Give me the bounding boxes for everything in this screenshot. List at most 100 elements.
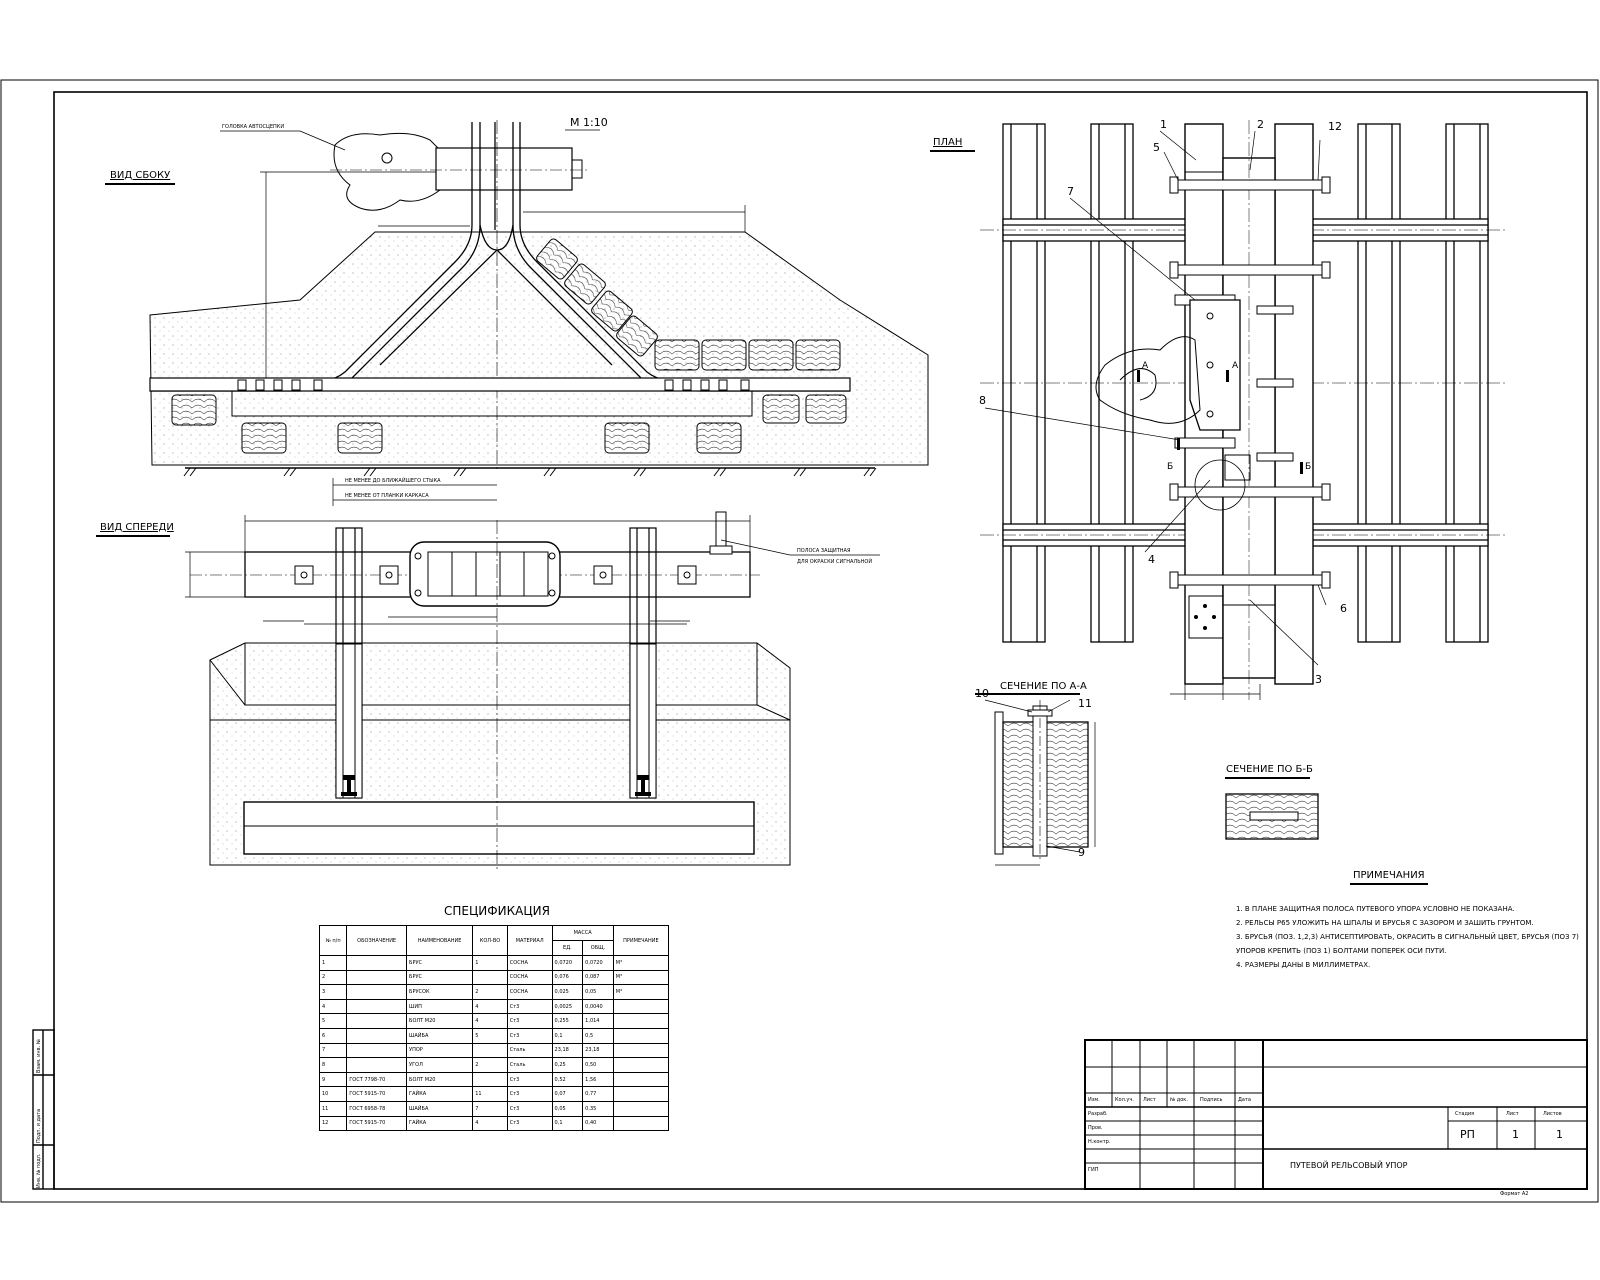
position-number: 8 bbox=[979, 394, 986, 407]
spec-header-name: НАИМЕНОВАНИЕ bbox=[406, 925, 474, 956]
spec-cell-m2: 0,50 bbox=[582, 1057, 614, 1073]
position-number: 2 bbox=[1257, 118, 1264, 131]
side-view bbox=[105, 120, 929, 506]
spec-cell-mat: СОСНА bbox=[506, 969, 553, 986]
spec-header-mass: МАССА bbox=[551, 925, 614, 941]
spec-cell-m1: 0,1 bbox=[551, 1115, 584, 1132]
spec-cell-name: БРУС bbox=[406, 969, 474, 986]
spec-cell-pos: 2 bbox=[318, 969, 348, 986]
spec-cell-m1: 0,0025 bbox=[551, 998, 584, 1015]
position-number: 12 bbox=[1328, 120, 1342, 133]
spec-cell-mat: Ст3 bbox=[506, 1086, 553, 1102]
spec-cell-mat: Ст3 bbox=[506, 1071, 553, 1088]
position-number: 9 bbox=[1078, 846, 1085, 859]
spec-cell-note bbox=[612, 1115, 670, 1132]
note-line: 1. В ПЛАНЕ ЗАЩИТНАЯ ПОЛОСА ПУТЕВОГО УПОР… bbox=[1236, 905, 1515, 913]
spec-cell-qty: 4 bbox=[472, 1115, 508, 1132]
scale-label: М 1:10 bbox=[570, 116, 608, 129]
tb-role: Пров. bbox=[1088, 1125, 1103, 1131]
spec-cell-mat: СОСНА bbox=[506, 984, 553, 1000]
spec-cell-pos: 10 bbox=[318, 1086, 348, 1102]
position-number: 7 bbox=[1067, 185, 1074, 198]
spec-cell-note: М³ bbox=[612, 955, 670, 971]
spec-cell-des: ГОСТ 5915-70 bbox=[346, 1086, 408, 1102]
spec-cell-name: ГАЙКА bbox=[406, 1115, 474, 1132]
spec-cell-m1: 0,0720 bbox=[551, 955, 584, 971]
spec-cell-note bbox=[612, 1042, 670, 1059]
callout-strip-2: ДЛЯ ОКРАСКИ СИГНАЛЬНОЙ bbox=[797, 559, 873, 565]
spec-cell-mat: Сталь bbox=[506, 1057, 553, 1073]
spec-cell-name: БРУСОК bbox=[406, 984, 474, 1000]
spec-cell-qty: 7 bbox=[472, 1100, 508, 1117]
spec-cell-qty bbox=[472, 1071, 508, 1088]
spec-cell-pos: 6 bbox=[318, 1027, 348, 1044]
section-aa bbox=[975, 693, 1096, 866]
section-bb-title: СЕЧЕНИЕ ПО Б-Б bbox=[1226, 764, 1313, 775]
spec-cell-mat: СОСНА bbox=[506, 955, 553, 971]
spec-cell-mat: Ст3 bbox=[506, 1100, 553, 1117]
front-view bbox=[96, 511, 880, 870]
note-line: УПОРОВ КРЕПИТЬ (ПОЗ 1) БОЛТАМИ ПОПЕРЕК О… bbox=[1236, 947, 1447, 955]
spec-table: № п/п ОБОЗНАЧЕНИЕ НАИМЕНОВАНИЕ КОЛ-ВО МА… bbox=[318, 925, 670, 1132]
stamp-inv: Инв. № подл. bbox=[36, 1153, 42, 1189]
spec-cell-qty: 4 bbox=[472, 1013, 508, 1029]
spec-cell-m1: 0,255 bbox=[551, 1013, 584, 1029]
spec-cell-m2: 0,0040 bbox=[582, 998, 614, 1015]
spec-cell-m2: 23,18 bbox=[582, 1042, 614, 1059]
dim-note-2: НЕ МЕНЕЕ ОТ ПЛАНКИ КАРКАСА bbox=[345, 493, 429, 499]
spec-cell-des bbox=[346, 1013, 408, 1029]
spec-cell-name: ГАЙКА bbox=[406, 1086, 474, 1102]
spec-cell-mat: Ст3 bbox=[506, 1115, 553, 1132]
spec-cell-note bbox=[612, 998, 670, 1015]
spec-cell-name: ШАЙБА bbox=[406, 1100, 474, 1117]
position-number: 1 bbox=[1160, 118, 1167, 131]
spec-cell-m2: 0,05 bbox=[582, 984, 614, 1000]
spec-cell-qty bbox=[472, 969, 508, 986]
spec-cell-pos: 8 bbox=[318, 1057, 348, 1073]
tb-sheet-label: Лист bbox=[1506, 1111, 1519, 1117]
spec-cell-name: БРУС bbox=[406, 955, 474, 971]
spec-cell-des: ГОСТ 6958-78 bbox=[346, 1100, 408, 1117]
notes-title: ПРИМЕЧАНИЯ bbox=[1353, 870, 1425, 881]
spec-cell-m1: 23,18 bbox=[551, 1042, 584, 1059]
spec-cell-m2: 0,087 bbox=[582, 969, 614, 986]
spec-cell-pos: 4 bbox=[318, 998, 348, 1015]
spec-cell-qty: 1 bbox=[472, 955, 508, 971]
tb-head-sign: Подпись bbox=[1200, 1097, 1223, 1103]
spec-cell-m2: 0,0720 bbox=[582, 955, 614, 971]
spec-cell-note bbox=[612, 1057, 670, 1073]
section-aa-title: СЕЧЕНИЕ ПО А-А bbox=[1000, 681, 1087, 692]
spec-cell-note bbox=[612, 1086, 670, 1102]
stamp-sign: Подп. и дата bbox=[36, 1108, 42, 1143]
position-number: 3 bbox=[1315, 673, 1322, 686]
tb-sheets-label: Листов bbox=[1543, 1111, 1562, 1117]
spec-cell-note: М³ bbox=[612, 984, 670, 1000]
spec-cell-mat: Ст3 bbox=[506, 998, 553, 1015]
spec-cell-name: ШИП bbox=[406, 998, 474, 1015]
side-view-title: ВИД СБОКУ bbox=[110, 170, 171, 181]
spec-cell-note bbox=[612, 1100, 670, 1117]
spec-header-note: ПРИМЕЧАНИЕ bbox=[612, 925, 670, 956]
spec-cell-des bbox=[346, 1057, 408, 1073]
spec-cell-mat: Ст3 bbox=[506, 1013, 553, 1029]
spec-header-pos: № п/п bbox=[318, 925, 348, 956]
tb-stage-label: Стадия bbox=[1455, 1111, 1475, 1117]
section-mark-a-right: А bbox=[1232, 361, 1239, 371]
tb-sheet: 1 bbox=[1512, 1128, 1519, 1141]
spec-cell-qty: 2 bbox=[472, 1057, 508, 1073]
spec-header-mass-unit: ЕД. bbox=[551, 940, 584, 956]
spec-cell-pos: 3 bbox=[318, 984, 348, 1000]
position-number: 5 bbox=[1153, 141, 1160, 154]
position-number: 11 bbox=[1078, 697, 1092, 710]
spec-cell-m2: 1,014 bbox=[582, 1013, 614, 1029]
spec-cell-pos: 11 bbox=[318, 1100, 348, 1117]
tb-head-doc: № док. bbox=[1170, 1097, 1188, 1103]
spec-cell-m1: 0,05 bbox=[551, 1100, 584, 1117]
spec-cell-mat: Сталь bbox=[506, 1042, 553, 1059]
